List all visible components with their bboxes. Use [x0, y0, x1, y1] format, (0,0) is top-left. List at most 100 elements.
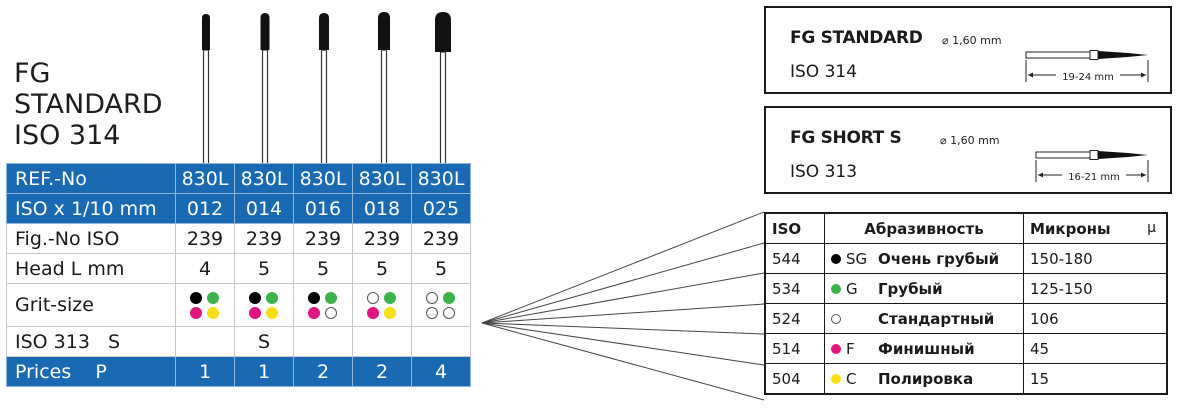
abrasive-iso: 524 [764, 303, 825, 334]
grit-dot-yellow [265, 306, 278, 319]
grit-color-dot [831, 284, 841, 294]
grit-dots [248, 291, 280, 319]
spec-row-ref: REF.-No 830L 830L 830L 830L 830L [6, 163, 471, 194]
shank-diagram: 19-24 mm [1025, 50, 1149, 83]
shank-box-fg-short: FG SHORT S ⌀ 1,60 mm ISO 313 16-21 mm [764, 106, 1172, 194]
cell: 5 [234, 253, 294, 284]
row-label: Grit-size [6, 283, 176, 327]
grit-dot-green [324, 291, 337, 304]
grit-name: Полировка [878, 369, 974, 388]
cell: 239 [352, 223, 412, 254]
shank-name: FG SHORT S [790, 128, 902, 148]
abrasive-grade: F Финишный [824, 333, 1024, 364]
grit-color-dot [831, 344, 841, 354]
abrasive-iso: 534 [764, 273, 825, 304]
abrasive-microns: 45 [1023, 333, 1168, 364]
abrasive-grade: G Грубый [824, 273, 1024, 304]
grit-cell [411, 283, 471, 327]
grit-dot-green [206, 291, 219, 304]
spec-row-grit-size: Grit-size [6, 283, 471, 327]
spec-row-iso-313: ISO 313 S S [6, 326, 471, 357]
cell: 4 [411, 356, 471, 387]
grit-name: Финишный [878, 339, 975, 358]
abrasive-row: 534 G Грубый 125-150 [764, 273, 1168, 304]
grit-dot-black [307, 291, 320, 304]
row-label: Prices P [6, 356, 176, 387]
shank-diameter: ⌀ 1,60 mm [942, 34, 1002, 47]
grit-dots [189, 291, 221, 319]
shank-box-fg-standard: FG STANDARD ⌀ 1,60 mm ISO 314 19-24 mm [764, 6, 1172, 94]
grit-dot-green [442, 291, 455, 304]
grit-dot-magenta [307, 306, 320, 319]
cell: 830L [411, 163, 471, 194]
grit-dot-green [383, 291, 396, 304]
grit-cell [293, 283, 353, 327]
spec-row-prices: Prices P 1 1 2 2 4 [6, 356, 471, 387]
cell: 1 [175, 356, 235, 387]
cell: 5 [411, 253, 471, 284]
bur-5-image [435, 12, 451, 166]
grit-dot-black [189, 291, 202, 304]
bur-3-image [319, 13, 329, 166]
cell: 012 [175, 193, 235, 224]
spec-row-iso-size: ISO x 1/10 mm 012 014 016 018 025 [6, 193, 471, 224]
shank-iso: ISO 314 [790, 62, 858, 82]
cell: 025 [411, 193, 471, 224]
cell [411, 326, 471, 357]
grit-dot-white [425, 306, 438, 319]
abrasive-header-row: ISO Абразивность Микроны μ [764, 212, 1168, 244]
header-abrasiveness: Абразивность [824, 212, 1024, 244]
header-iso: ISO [764, 212, 825, 244]
row-label: ISO x 1/10 mm [6, 193, 176, 224]
grit-dot-magenta [248, 306, 261, 319]
cell: S [234, 326, 294, 357]
abrasive-grade: Стандартный [824, 303, 1024, 334]
header-microns-label: Микроны [1030, 219, 1111, 238]
grit-code: SG [846, 249, 868, 268]
cell: 018 [352, 193, 412, 224]
row-label: ISO 313 S [6, 326, 176, 357]
grit-dots [307, 291, 339, 319]
grit-dot-white [442, 306, 455, 319]
abrasive-microns: 15 [1023, 363, 1168, 395]
spec-row-fig-no: Fig.-No ISO 239 239 239 239 239 [6, 223, 471, 254]
product-title: FG STANDARD ISO 314 [14, 58, 163, 151]
grit-dot-yellow [206, 306, 219, 319]
grit-color-dot [831, 254, 841, 264]
grit-dot-black [248, 291, 261, 304]
bur-illustrations [202, 12, 451, 166]
cell: 016 [293, 193, 353, 224]
grit-dot-magenta [366, 306, 379, 319]
cell: 4 [175, 253, 235, 284]
abrasive-microns: 150-180 [1023, 243, 1168, 274]
header-microns: Микроны μ [1023, 212, 1168, 244]
abrasive-row: 524 Стандартный 106 [764, 303, 1168, 334]
cell [175, 326, 235, 357]
cell: 5 [352, 253, 412, 284]
cell: 5 [293, 253, 353, 284]
abrasive-microns: 125-150 [1023, 273, 1168, 304]
cell: 830L [293, 163, 353, 194]
cell: 2 [352, 356, 412, 387]
micro-symbol: μ [1147, 219, 1156, 236]
bur-1-image [202, 14, 210, 166]
grit-code: F [846, 339, 855, 358]
cell: 239 [411, 223, 471, 254]
cell: 830L [234, 163, 294, 194]
bur-2-image [260, 13, 270, 166]
spec-table: REF.-No 830L 830L 830L 830L 830L ISO x 1… [6, 163, 471, 387]
grit-name: Очень грубый [878, 249, 1000, 268]
cell: 830L [352, 163, 412, 194]
grit-cell [352, 283, 412, 327]
grit-dot-green [265, 291, 278, 304]
grit-color-dot [831, 314, 841, 324]
grit-cell [175, 283, 235, 327]
shank-length: 16-21 mm [1068, 172, 1120, 183]
grit-dot-white [366, 291, 379, 304]
grit-code: G [846, 279, 858, 298]
grit-dot-white [425, 291, 438, 304]
grit-name: Грубый [878, 279, 943, 298]
